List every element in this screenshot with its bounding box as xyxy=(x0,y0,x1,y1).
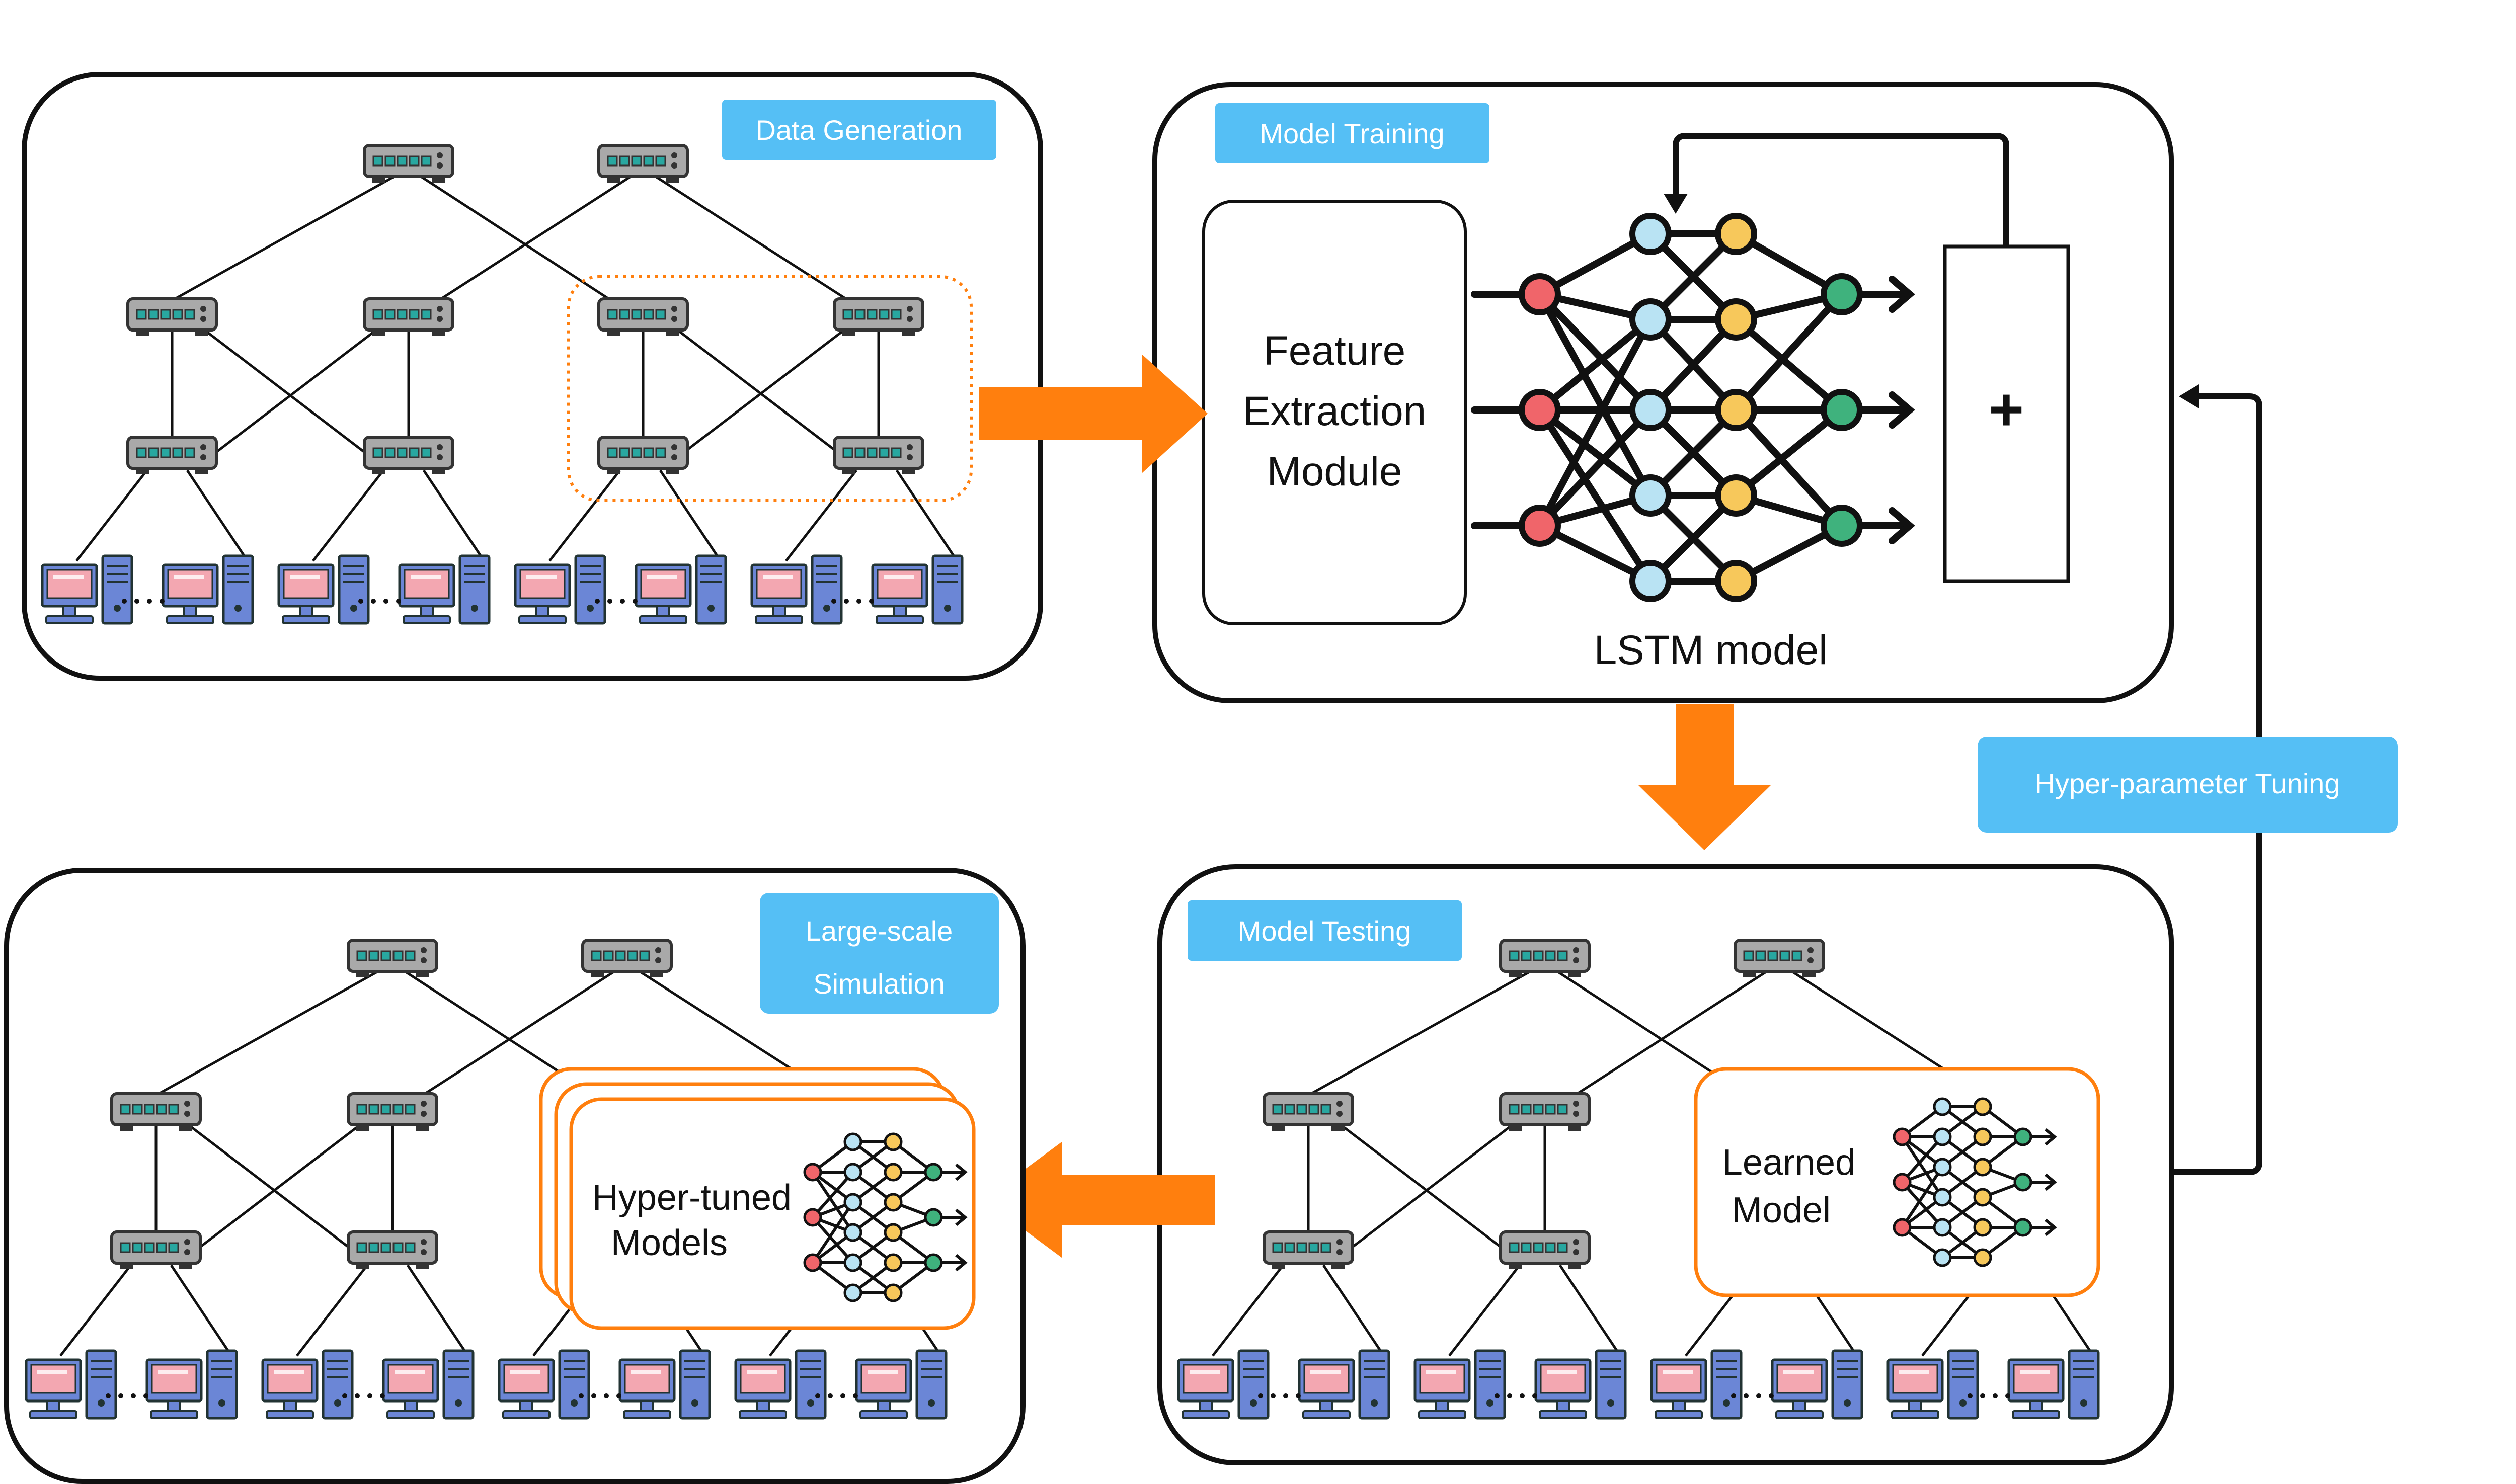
panel-model-training: Model Training Feature Extraction Module… xyxy=(1152,82,2174,703)
lstm-label: LSTM model xyxy=(1594,627,1828,673)
hyper-models-line-2: Models xyxy=(611,1223,728,1263)
feature-module-line-2: Extraction xyxy=(1243,388,1427,434)
tag-model-training-label: Model Training xyxy=(1260,118,1444,149)
highlight-region xyxy=(567,275,973,502)
arrow-generation-to-training xyxy=(979,355,1208,473)
feature-module-line-1: Feature xyxy=(1264,328,1406,374)
plus-symbol: + xyxy=(1989,376,2024,443)
tag-data-generation-label: Data Generation xyxy=(756,114,963,146)
hyper-models-line-1: Hyper-tuned xyxy=(592,1178,792,1218)
tag-model-testing-label: Model Testing xyxy=(1238,915,1411,947)
feedback-loop-line xyxy=(1673,133,2009,246)
tag-model-training xyxy=(1215,103,1489,163)
feedback-arrow-head xyxy=(1664,194,1688,214)
feature-module-line-3: Module xyxy=(1267,449,1402,494)
aggregation-box xyxy=(1943,244,2070,583)
tag-large-scale-simulation xyxy=(760,893,999,1014)
panel-data-generation: Data Generation xyxy=(22,72,1043,681)
panel-model-testing: Model Testing Learned Model xyxy=(1157,864,2174,1465)
panel-large-scale-simulation: Large-scale Simulation Hyper-tuned Model… xyxy=(4,868,1026,1484)
tag-hyper-parameter-tuning-label: Hyper-parameter Tuning xyxy=(2035,768,2340,799)
tag-hyper-parameter-tuning xyxy=(1978,737,2398,833)
tag-data-generation xyxy=(722,100,996,160)
learned-model-line-1: Learned xyxy=(1722,1142,1855,1183)
tag-model-testing xyxy=(1188,900,1462,961)
tag-large-scale-line-1: Large-scale xyxy=(806,915,953,947)
tag-large-scale-line-2: Simulation xyxy=(813,968,945,1000)
arrow-training-to-testing xyxy=(1638,704,1771,850)
tuning-feedback: Hyper-parameter Tuning xyxy=(1978,384,2398,1175)
learned-model-line-2: Model xyxy=(1732,1190,1831,1230)
